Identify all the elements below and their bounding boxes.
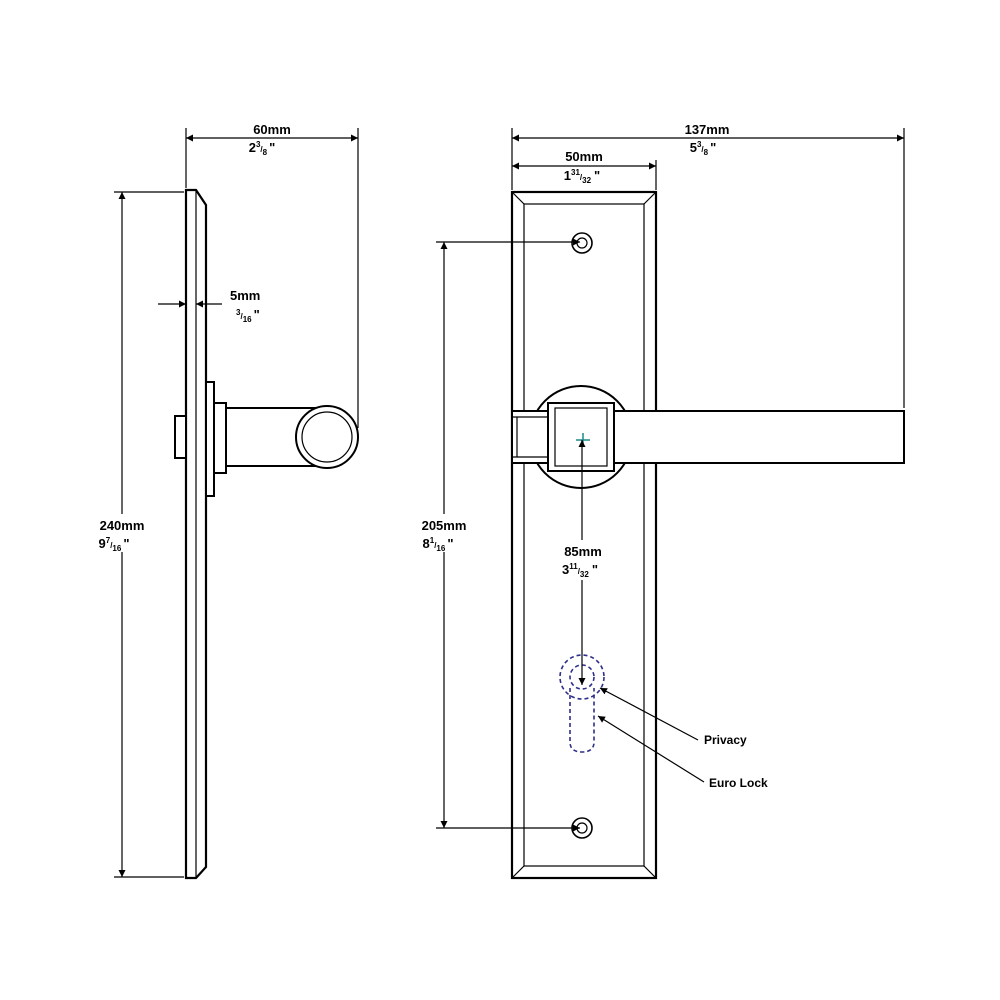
front-backplate xyxy=(510,190,658,880)
euro-lock-cutout xyxy=(569,688,595,753)
dim-5mm-label: 5mm xyxy=(230,288,260,303)
dim-60mm-inch: 23/8" xyxy=(249,140,276,157)
side-rose xyxy=(205,381,215,497)
dim-205mm-label: 205mm xyxy=(422,518,467,533)
side-collar xyxy=(213,402,227,474)
front-view xyxy=(510,190,905,880)
privacy-leader xyxy=(599,687,699,741)
side-view xyxy=(174,188,359,880)
side-dimensions: 60mm 23/8" 5mm 3/16" 240mm 97/16" xyxy=(92,122,359,878)
front-dimensions: 137mm 53/8" 50mm 131/32" 205mm 81/16" 85… xyxy=(414,122,905,832)
dim-5mm-inch: 3/16" xyxy=(236,307,260,324)
dim-240mm-inch: 97/16" xyxy=(99,536,130,553)
dim-205mm-inch: 81/16" xyxy=(423,536,454,553)
front-lever-collar xyxy=(547,402,615,472)
dim-50mm-inch: 131/32" xyxy=(564,168,600,185)
side-lever-tip-inner xyxy=(301,411,353,463)
side-spindle-lug xyxy=(174,415,187,459)
dim-50mm-label: 50mm xyxy=(565,149,603,164)
dim-85mm-inch: 311/32" xyxy=(562,562,598,579)
dim-85mm-label: 85mm xyxy=(564,544,602,559)
privacy-cutout xyxy=(559,654,605,700)
top-screw-hole xyxy=(571,232,593,254)
dim-240mm-label: 240mm xyxy=(100,518,145,533)
callouts: Privacy Euro Lock xyxy=(597,687,768,790)
dim-137mm-label: 137mm xyxy=(685,122,730,137)
dim-137mm-inch: 53/8" xyxy=(690,140,717,157)
side-lever-tip-outer xyxy=(295,405,359,469)
dim-60mm-label: 60mm xyxy=(253,122,291,137)
euro-lock-callout: Euro Lock xyxy=(709,776,768,790)
front-backplate-bevel xyxy=(523,203,645,867)
euro-lock-leader xyxy=(597,715,705,783)
privacy-callout: Privacy xyxy=(704,733,747,747)
